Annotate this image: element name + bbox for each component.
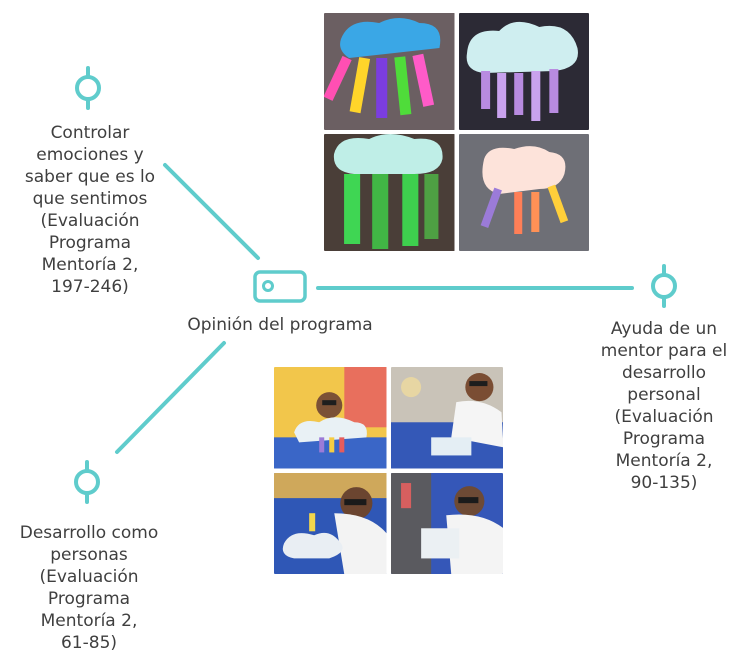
node-label-right: Ayuda de un mentor para el desarrollo pe… [600,319,728,493]
small-cloud-craft-photo [458,134,589,251]
rainbow-cloud-craft-photo [324,13,455,130]
child-holding-cloud-photo [274,367,387,469]
center-label: Opinión del programa [187,315,373,335]
connector-bottom-left [115,341,226,454]
child-drawing-photo [390,367,503,469]
child-crafting-photo [274,472,387,574]
photo-grid-top [324,13,589,251]
photo-grid-bottom [274,367,503,574]
node-label-top-left: Controlar emociones y saber que es lo qu… [24,123,156,297]
connector-top-left [163,163,260,260]
cloud-craft-photo [458,13,589,130]
cloud-strips-craft-photo [324,134,455,251]
child-writing-photo [390,472,503,574]
pin-icon [75,66,101,110]
node-label-bottom-left: Desarrollo como personas (Evaluación Pro… [19,523,159,653]
tag-icon [253,270,307,303]
pin-icon [74,460,100,504]
pin-icon [651,264,677,308]
